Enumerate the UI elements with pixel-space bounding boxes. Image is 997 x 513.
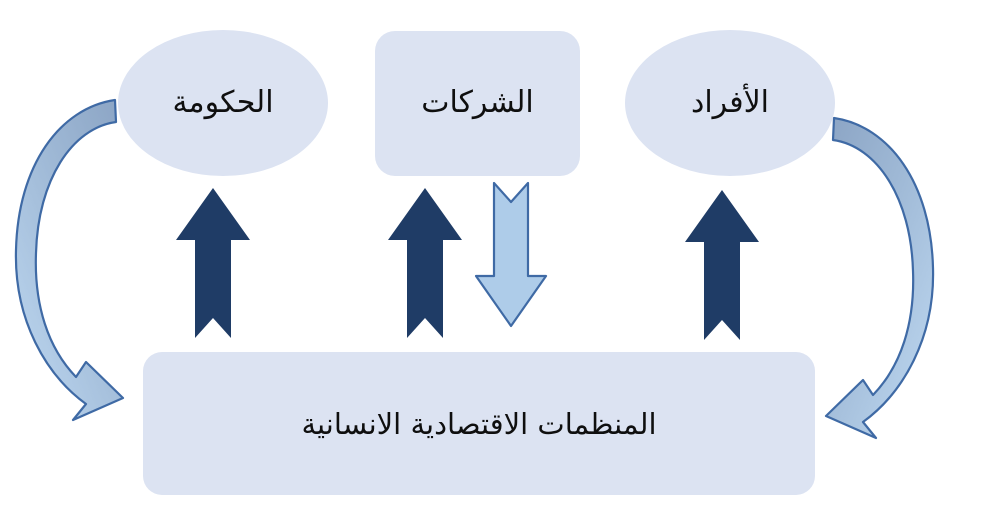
arrow-down-companies — [474, 181, 548, 328]
node-government[interactable] — [118, 30, 328, 176]
arrow-up-individuals — [685, 190, 759, 340]
node-companies[interactable] — [375, 31, 580, 176]
curved-arrow-left — [14, 98, 125, 422]
curved-arrow-right — [824, 116, 935, 440]
node-organizations[interactable] — [143, 352, 815, 495]
arrow-up-government — [176, 188, 250, 338]
arrow-up-companies — [388, 188, 462, 338]
node-individuals[interactable] — [625, 30, 835, 176]
